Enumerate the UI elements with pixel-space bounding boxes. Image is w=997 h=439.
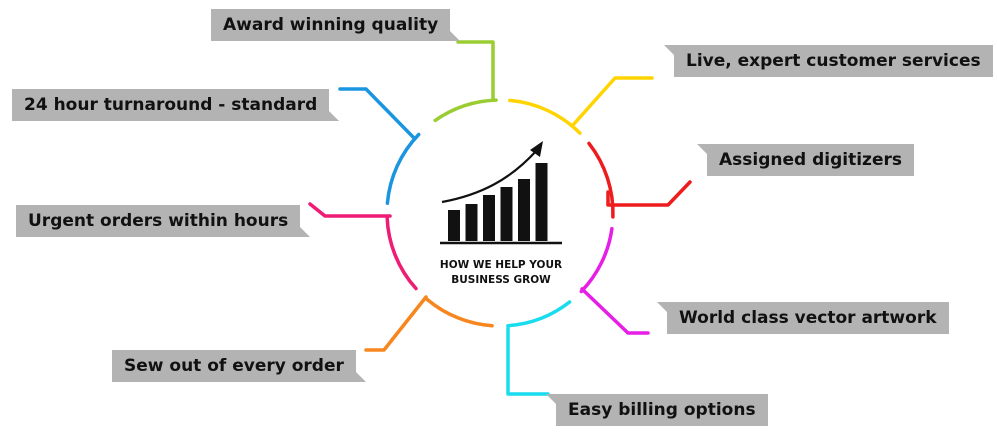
connector-turnaround [338,87,416,140]
connector-award [456,40,495,102]
chart-bar [448,210,460,241]
ring-arc-pink [385,215,418,291]
connector-sewout [364,295,428,352]
connector-urgent [308,202,392,218]
ring-arc-red [587,141,615,219]
label-24-hour-turnaround: 24 hour turnaround - standard [12,89,340,121]
label-world-class-vector-artwork: World class vector artwork [657,302,949,334]
trend-arrow-head [530,141,543,157]
chart-bars [448,163,548,241]
ring [385,98,615,328]
center-caption: HOW WE HELP YOUR BUSINESS GROW [420,258,582,288]
ring-arc-cyan [506,300,572,328]
connector-billing [506,326,550,396]
connectors [308,40,692,396]
ring-arc-yellow [508,98,582,135]
label-assigned-digitizers: Assigned digitizers [697,144,914,176]
ring-arc-orange [425,297,494,328]
center-caption-line1: HOW WE HELP YOUR [439,259,563,271]
chart-bar [465,204,478,241]
ring-arc-magenta [579,226,614,294]
label-urgent-orders-within-hours: Urgent orders within hours [16,205,311,237]
chart-bar [518,179,530,241]
label-live-expert-customer-services: Live, expert customer services [664,45,993,77]
ring-arc-blue [385,132,421,205]
label-sew-out-of-every-order: Sew out of every order [112,350,366,382]
label-award-winning-quality: Award winning quality [211,9,461,41]
trend-arrow-line [441,149,538,204]
chart-bar [500,187,513,241]
connector-vector [580,287,650,335]
connector-live [571,76,654,127]
connector-assigned [606,180,692,207]
label-easy-billing-options: Easy billing options [546,394,768,426]
growth-bar-chart-icon [440,141,562,245]
chart-bar [535,163,548,241]
chart-bar [483,195,495,241]
center-caption-line2: BUSINESS GROW [451,274,551,286]
ring-arc-lime [433,98,498,123]
